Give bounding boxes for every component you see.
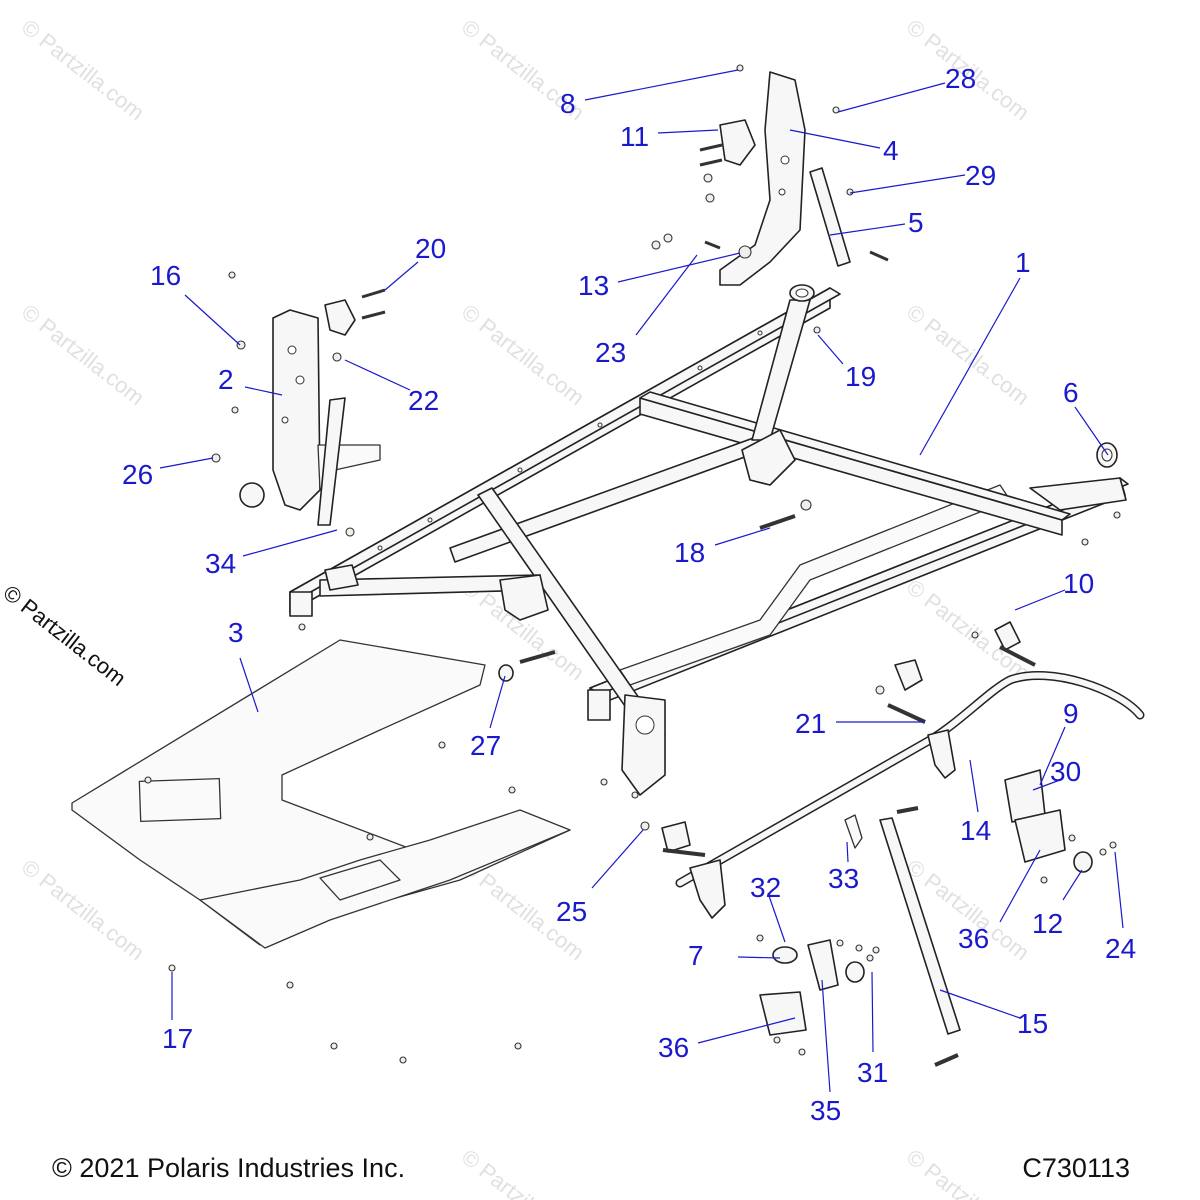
callout-25: 25 <box>556 896 587 927</box>
callout-32: 32 <box>750 872 781 903</box>
callout-labels: 1 2 3 4 5 6 7 8 9 10 11 12 13 14 15 16 1… <box>122 63 1136 1126</box>
callout-5: 5 <box>908 207 924 238</box>
watermark: © Partzilla.com <box>902 299 1034 410</box>
callout-28: 28 <box>945 63 976 94</box>
callout-20: 20 <box>415 233 446 264</box>
callout-17: 17 <box>162 1023 193 1054</box>
copyright-notice: © 2021 Polaris Industries Inc. <box>52 1153 406 1183</box>
right-upright-panel <box>651 64 889 286</box>
skid-plate <box>71 623 571 1064</box>
callout-27: 27 <box>470 730 501 761</box>
watermark: © Partzilla.com <box>17 299 149 410</box>
callout-22: 22 <box>408 385 439 416</box>
callout-26: 26 <box>122 459 153 490</box>
callout-11: 11 <box>620 121 649 152</box>
callout-33: 33 <box>828 863 859 894</box>
callout-19: 19 <box>845 361 876 392</box>
callout-18: 18 <box>674 537 705 568</box>
watermark: © Partzilla.com <box>17 854 149 965</box>
callout-13: 13 <box>578 270 609 301</box>
callout-23: 23 <box>595 337 626 368</box>
callout-2: 2 <box>218 364 234 395</box>
main-frame <box>289 284 1129 796</box>
left-upright-panel <box>211 271 386 537</box>
watermark: © Partzilla.com <box>457 1144 589 1200</box>
callout-36-left: 36 <box>658 1032 689 1063</box>
callout-9: 9 <box>1063 698 1079 729</box>
callout-21: 21 <box>795 708 826 739</box>
callout-14: 14 <box>960 815 991 846</box>
misc-bolts <box>498 326 821 682</box>
leader-lines <box>159 69 1124 1093</box>
watermark: © Partzilla.com <box>457 299 589 410</box>
watermark: © Partzilla.com <box>902 1144 1034 1200</box>
callout-1: 1 <box>1015 247 1031 278</box>
callout-24: 24 <box>1105 933 1136 964</box>
callout-4: 4 <box>883 135 899 166</box>
callout-30: 30 <box>1050 756 1081 787</box>
callout-29: 29 <box>965 160 996 191</box>
watermark: © Partzilla.com <box>17 14 149 125</box>
callout-8: 8 <box>560 88 576 119</box>
diagram-code: C730113 <box>1022 1153 1130 1183</box>
sway-bar-assembly <box>600 511 1145 1067</box>
callout-34: 34 <box>205 548 236 579</box>
callout-15: 15 <box>1017 1008 1048 1039</box>
callout-3: 3 <box>228 617 244 648</box>
callout-35: 35 <box>810 1095 841 1126</box>
callout-10: 10 <box>1063 568 1094 599</box>
callout-16: 16 <box>150 260 181 291</box>
callout-12: 12 <box>1032 908 1063 939</box>
callout-6: 6 <box>1063 377 1079 408</box>
callout-31: 31 <box>857 1057 888 1088</box>
callout-36-right: 36 <box>958 923 989 954</box>
callout-7: 7 <box>688 940 704 971</box>
